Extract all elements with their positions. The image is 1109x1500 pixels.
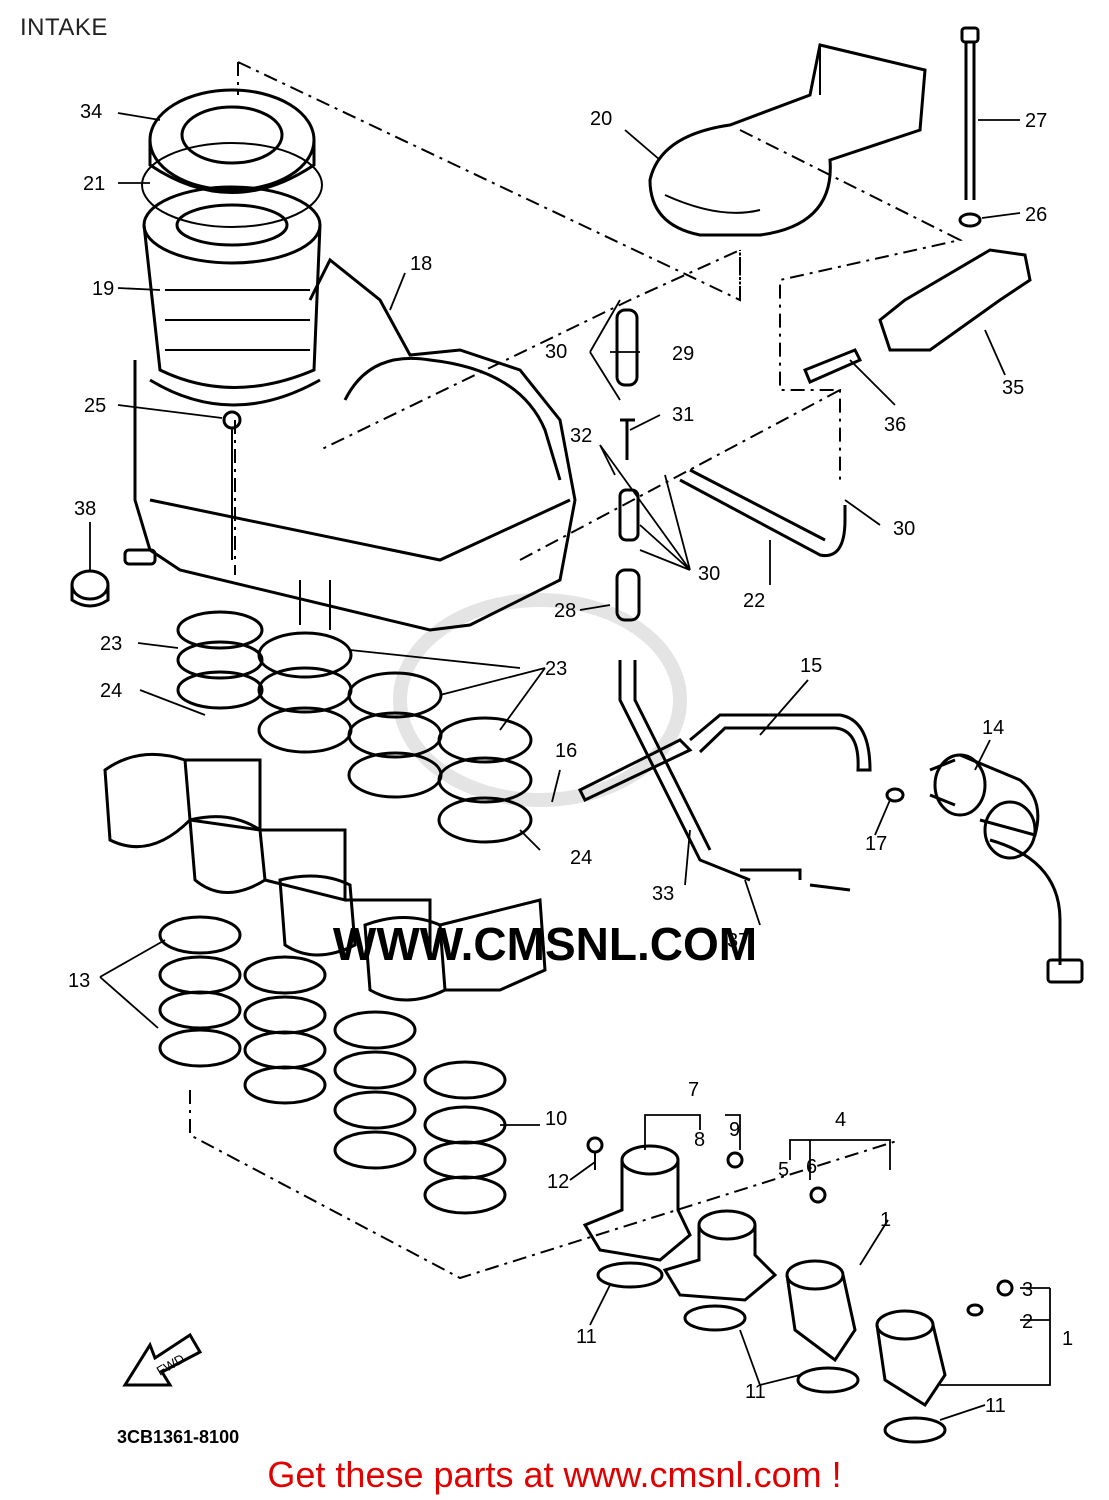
callout-13: 13	[68, 970, 90, 992]
callout-4: 4	[835, 1109, 846, 1131]
fuel-pump	[740, 753, 1084, 984]
page-title: INTAKE	[20, 14, 108, 41]
callout-25: 25	[84, 395, 106, 417]
callout-8: 8	[694, 1129, 705, 1151]
callout-24b: 24	[570, 847, 592, 869]
callout-26: 26	[1025, 204, 1047, 226]
fwd-arrow-icon: FWD	[122, 1332, 203, 1387]
callout-20: 20	[590, 108, 612, 130]
air-box	[123, 257, 577, 632]
callout-5: 5	[778, 1159, 789, 1181]
callout-22: 22	[743, 590, 765, 612]
callout-3: 3	[1022, 1279, 1033, 1301]
callout-29: 29	[672, 343, 694, 365]
callout-35: 35	[1002, 377, 1024, 399]
callout-11c: 11	[985, 1395, 1006, 1417]
callout-36: 36	[884, 414, 906, 436]
leader-lines	[89, 112, 1051, 1421]
drawing-code: 3CB1361-8100	[117, 1427, 240, 1447]
bolt-and-washer	[958, 26, 982, 228]
callout-38: 38	[74, 498, 96, 520]
air-filter-element	[141, 88, 323, 389]
callout-21: 21	[83, 173, 105, 195]
callout-12: 12	[547, 1171, 569, 1193]
callout-28: 28	[554, 600, 576, 622]
grommet	[70, 569, 110, 608]
cover-and-clip	[803, 248, 1032, 384]
carburetor-bodies	[103, 752, 547, 1002]
intake-manifolds	[582, 1136, 1014, 1444]
callout-32: 32	[570, 425, 592, 447]
callout-23b: 23	[545, 658, 567, 680]
callout-33: 33	[652, 883, 674, 905]
callout-1a: 1	[880, 1209, 891, 1231]
intake-duct	[648, 43, 927, 237]
callout-34: 34	[80, 101, 102, 123]
callout-9: 9	[729, 1119, 740, 1141]
breather-hoses	[577, 308, 872, 882]
callout-15: 15	[800, 655, 822, 677]
callout-23a: 23	[100, 633, 122, 655]
callout-6: 6	[806, 1156, 817, 1178]
callout-10: 10	[545, 1108, 567, 1130]
callout-30b: 30	[893, 518, 915, 540]
callout-7: 7	[688, 1079, 699, 1101]
callout-11a: 11	[576, 1326, 597, 1348]
callout-24a: 24	[100, 680, 122, 702]
callout-37: 37	[727, 930, 749, 952]
buy-parts-link[interactable]: Get these parts at www.cmsnl.com !	[267, 1454, 842, 1495]
callout-27: 27	[1025, 110, 1047, 132]
callout-17: 17	[865, 833, 887, 855]
callout-16: 16	[555, 740, 577, 762]
assembly-line-air-duct	[519, 129, 963, 561]
callout-30a: 30	[545, 341, 567, 363]
assembly-line-top	[237, 61, 741, 451]
callout-31: 31	[672, 404, 694, 426]
assembly-line-lower	[189, 1090, 901, 1280]
callout-30c: 30	[698, 563, 720, 585]
callout-2: 2	[1022, 1311, 1033, 1333]
callout-18: 18	[410, 253, 432, 275]
callout-19: 19	[92, 278, 114, 300]
callout-11b: 11	[745, 1381, 766, 1403]
callout-1b: 1	[1062, 1328, 1073, 1350]
watermark-logo	[393, 593, 687, 807]
carburetor-joints	[176, 610, 533, 844]
callout-14: 14	[982, 717, 1004, 739]
